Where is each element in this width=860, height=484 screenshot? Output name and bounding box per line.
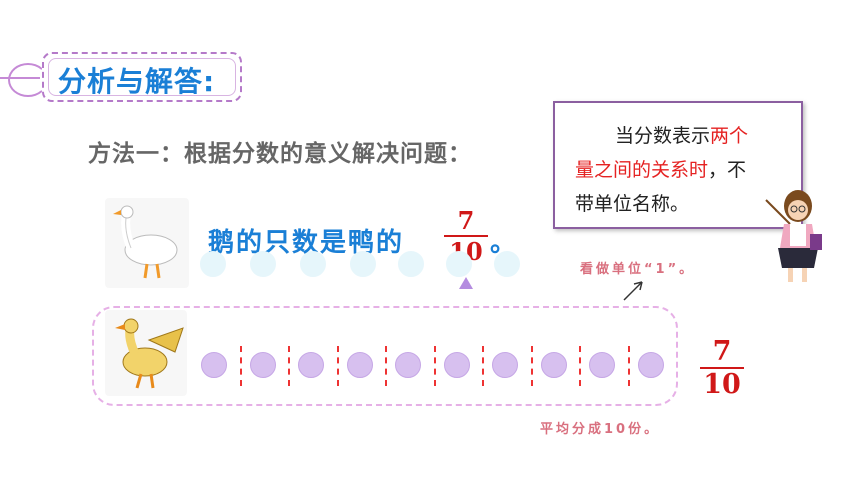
arrow-icon: [623, 281, 643, 301]
goose-circle: [350, 251, 376, 277]
duck-circle: [347, 352, 373, 378]
duck-circle: [395, 352, 421, 378]
goose-circle: [250, 251, 276, 277]
goose-image: [105, 198, 189, 288]
fraction-denominator: 10: [703, 369, 741, 400]
fraction-numerator: 7: [457, 206, 475, 235]
duck-circle: [298, 352, 324, 378]
duck-circle: [638, 352, 664, 378]
unit-note: 看做单位“1”。: [580, 262, 696, 277]
divider-line: [482, 346, 484, 386]
divider-line: [628, 346, 630, 386]
divider-line: [531, 346, 533, 386]
speech-line-1: 当分数表示两个: [575, 119, 787, 153]
duck-circle: [541, 352, 567, 378]
title-tag: 分析与解答:: [42, 52, 242, 102]
goose-circle: [300, 251, 326, 277]
fraction-numerator: 7: [712, 336, 732, 367]
divider-line: [579, 346, 581, 386]
teacher-figure: [765, 190, 822, 282]
title-tag-inner: [48, 58, 236, 96]
speech-box: 当分数表示两个 量之间的关系时，不 带单位名称。: [553, 101, 803, 229]
speech-line-3: 带单位名称。: [575, 187, 787, 221]
speech-text: 当分数表示: [615, 125, 711, 147]
speech-line-2: 量之间的关系时，不: [575, 153, 787, 187]
speech-highlight: 量之间的关系时: [575, 159, 709, 181]
goose-circle: [494, 251, 520, 277]
duck-circle: [250, 352, 276, 378]
duck-circle: [492, 352, 518, 378]
fraction-bar: [700, 367, 744, 369]
duck-circle: [201, 352, 227, 378]
page-title: 分析与解答:: [58, 65, 216, 98]
method-heading: 方法一：根据分数的意义解决问题：: [88, 141, 472, 167]
divider-line: [240, 346, 242, 386]
goose-circle: [446, 251, 472, 277]
fraction-bar: [444, 235, 488, 237]
duck-image: [105, 310, 187, 396]
side-fraction: 7 10: [700, 336, 744, 400]
speech-text: ，不: [708, 159, 747, 181]
divider-line: [434, 346, 436, 386]
divider-line: [385, 346, 387, 386]
speech-text: 带单位名称。: [575, 193, 690, 215]
divider-line: [288, 346, 290, 386]
triangle-pointer-icon: [459, 277, 473, 289]
equal-parts-note: 平均分成10份。: [540, 422, 661, 437]
duck-circle: [589, 352, 615, 378]
tag-ring: [8, 63, 48, 97]
divider-line: [337, 346, 339, 386]
duck-group-box: [92, 306, 678, 406]
speech-highlight: 两个: [710, 125, 749, 147]
goose-circle: [398, 251, 424, 277]
duck-circle: [444, 352, 470, 378]
goose-circle: [200, 251, 226, 277]
